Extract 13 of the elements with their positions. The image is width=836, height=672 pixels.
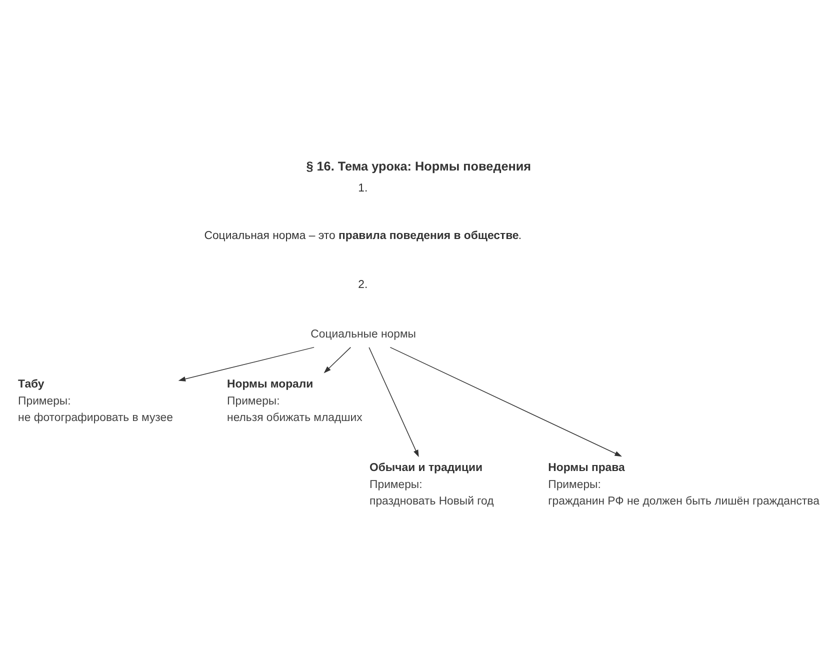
arrow <box>390 346 622 456</box>
arrow <box>178 346 314 381</box>
label: Социальная норма – это правила поведения в обществе. <box>204 230 522 242</box>
label: 1. <box>358 182 368 194</box>
node-text: Табу Примеры: не фотографировать в музее <box>18 378 173 424</box>
node-text: Социальные нормы <box>310 328 416 340</box>
arrow <box>368 346 419 457</box>
node-text: Обычаи и традиции Примеры: праздновать Новый год <box>370 462 494 508</box>
diagram-title: § 16. Тема урока: Нормы поведения <box>306 159 532 174</box>
arrow <box>324 346 352 373</box>
label: 2. <box>358 278 368 290</box>
node-text: Нормы права Примеры: гражданин РФ не должен быть лишён гражданства <box>548 462 820 508</box>
node-text: Нормы морали Примеры: нельзя обижать младших <box>227 378 362 424</box>
